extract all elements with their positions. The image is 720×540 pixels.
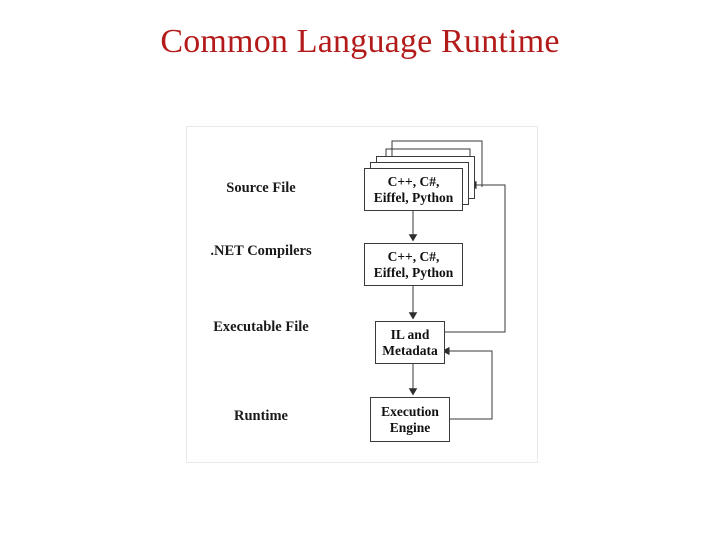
stage-label-line-b: File bbox=[285, 319, 309, 335]
node-compiler-box[interactable]: C++, C#, Eiffel, Python bbox=[364, 243, 463, 286]
node-line-b: Engine bbox=[389, 419, 431, 435]
stage-label-line-a: .NET bbox=[210, 243, 244, 259]
stage-label-line-a: Executable bbox=[213, 319, 282, 335]
stage-label-source-file: Source File bbox=[201, 180, 321, 197]
node-il-metadata-box[interactable]: IL and Metadata bbox=[375, 321, 445, 364]
node-line-b: Eiffel, Python bbox=[373, 189, 454, 205]
connector-il-feedback-to-source bbox=[445, 180, 506, 333]
stage-label-net-compilers: .NET Compilers bbox=[201, 243, 321, 260]
diagram-connectors bbox=[385, 140, 506, 420]
connector-engine-feedback-to-il bbox=[441, 346, 493, 420]
stage-label-runtime: Runtime bbox=[201, 408, 321, 425]
node-source-box[interactable]: C++, C#, Eiffel, Python bbox=[364, 168, 463, 211]
node-line-a: C++, C#, bbox=[387, 248, 440, 264]
node-line-a: C++, C#, bbox=[387, 173, 440, 189]
stage-label-text: Source File bbox=[226, 180, 296, 196]
node-line-b: Metadata bbox=[382, 342, 438, 358]
page-title: Common Language Runtime bbox=[160, 23, 560, 60]
node-line-a: IL and bbox=[390, 326, 430, 342]
stage-label-executable-file: Executable File bbox=[201, 319, 321, 336]
stage-label-text: Runtime bbox=[234, 408, 288, 424]
stage-label-line-b: Compilers bbox=[247, 243, 312, 259]
diagram-frame: Source File .NET Compilers Executable Fi… bbox=[186, 126, 538, 463]
node-execution-engine-box[interactable]: Execution Engine bbox=[370, 397, 450, 442]
node-line-a: Execution bbox=[381, 403, 439, 419]
node-line-b: Eiffel, Python bbox=[373, 264, 454, 280]
